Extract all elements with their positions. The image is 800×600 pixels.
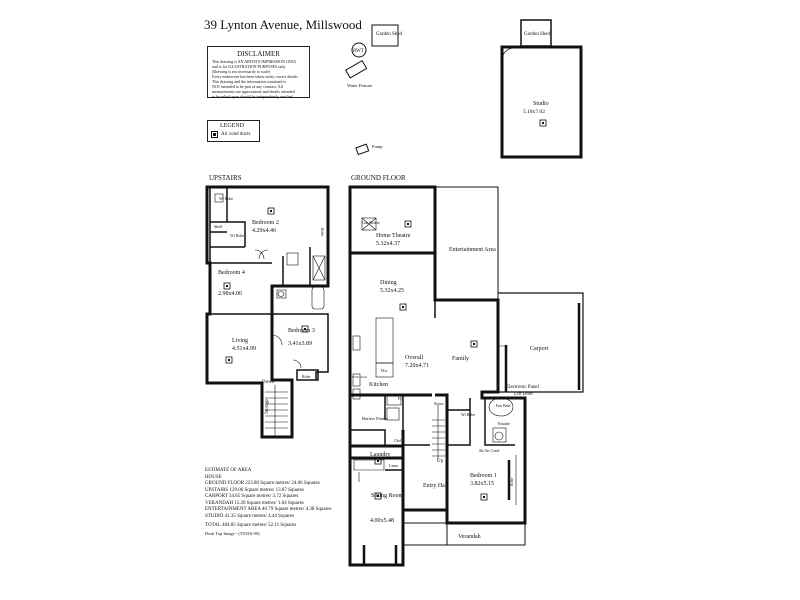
- bedroom1-dim: 3.82x5.15: [470, 481, 494, 487]
- water-feature-label: Water Feature: [347, 83, 372, 88]
- family-label: Family: [452, 356, 469, 362]
- disclaimer-box: DISCLAIMER This drawing is AN ARTISTS IM…: [207, 46, 310, 99]
- page-title: 39 Lynton Avenue, Millswood: [204, 17, 362, 32]
- studio-label: Studio: [533, 101, 549, 107]
- robe-2-label: Robe: [302, 374, 311, 379]
- kitchen-label: Kitchen: [369, 382, 388, 388]
- legend-box: LEGEND Air cond ducts: [207, 120, 260, 142]
- area-estimate: ESTIMATE OF AREA HOUSE GROUND FLOOR 223.…: [205, 468, 345, 530]
- garden-shed-1: [371, 24, 399, 47]
- down-label: Down: [262, 380, 275, 385]
- verandah-label: Verandah: [458, 534, 481, 540]
- pump-label: Pump: [372, 144, 383, 149]
- rwt-label: RWT: [353, 49, 364, 54]
- home-theatre-label: Home Theatre: [376, 233, 411, 239]
- overall-label: Overall: [405, 355, 423, 361]
- studio-door-swing: [501, 47, 515, 61]
- sitting-room-label: Sitting Room: [371, 493, 404, 499]
- sh-air-cond-label: Sh/Air Cond: [479, 448, 499, 453]
- air-cond-duct-icon: [211, 131, 218, 138]
- storage-label: Storage: [265, 398, 270, 414]
- overall-dim: 7.20x4.71: [405, 363, 429, 369]
- fr-label: Fr: [398, 396, 402, 401]
- entry-hall-label: Entry Hall: [423, 483, 448, 489]
- bedroom4-dim: 2.98x4.06: [218, 291, 242, 297]
- electronic-panel-label: Electronic Panel: [506, 385, 540, 390]
- bedroom3-label: Bedroom 3: [288, 328, 315, 334]
- area-total: TOTAL 484.85 Square metres/ 52.11 Square…: [205, 523, 297, 528]
- entertainment-label: Entertainment Area: [449, 247, 496, 253]
- robe-label: Robe: [509, 477, 514, 486]
- legend-heading: LEGEND: [220, 123, 244, 129]
- disclaimer-text: This drawing is AN ARTISTS IMPRESSION ON…: [212, 59, 298, 99]
- wi-robe-2-label: Wi Robe: [230, 233, 244, 238]
- garden-shed-1-label: Garden Shed: [376, 32, 402, 37]
- ensuite-label: Ensuite: [498, 421, 510, 426]
- bedroom1-label: Bedroom 1: [470, 473, 497, 479]
- rwt-tank: [351, 42, 367, 58]
- air-cond-duct-markers: [223, 119, 547, 501]
- garden-shed-2-label: Garden Shed: [524, 32, 550, 37]
- footer-note: Desk Top Image - (Y0316-90): [205, 531, 260, 536]
- studio-outline: [500, 45, 583, 159]
- wi-robe-label: Wi Robe: [461, 412, 475, 417]
- bedroom4-label: Bedroom 4: [218, 270, 245, 276]
- pump-box: [355, 143, 370, 156]
- lift-door-label: Lift Door: [514, 392, 533, 397]
- shelf-label: Shelf: [214, 224, 223, 229]
- store-label: Store: [434, 401, 444, 406]
- living-dim: 4.51x4.99: [232, 346, 256, 352]
- cbd-label: Cbd: [394, 438, 401, 443]
- upstairs-heading: UPSTAIRS: [209, 174, 242, 182]
- butlers-pantry-label: Butlers Pantry: [362, 416, 389, 421]
- dining-label: Dining: [380, 280, 397, 286]
- ground-floor-heading: GROUND FLOOR: [351, 174, 406, 182]
- living-label: Living: [232, 338, 248, 344]
- dw-label: Dw: [381, 368, 388, 373]
- up-label: Up: [437, 459, 444, 464]
- studio-dim: 5.18x7.02: [523, 109, 545, 115]
- bedroom3-dim: 3.41x3.89: [288, 341, 312, 347]
- carport-label: Carport: [530, 346, 549, 352]
- sitting-room-dim: 4.00x5.48: [370, 518, 394, 524]
- wall-oven-label: Wall Oven: [352, 375, 367, 379]
- legend-item-label: Air cond ducts: [221, 132, 251, 137]
- bedroom2-dim: 4.29x4.46: [252, 228, 276, 234]
- water-feature: [345, 59, 368, 79]
- disclaimer-heading: DISCLAIMER: [237, 50, 280, 58]
- robe-1-label: Robe: [320, 228, 325, 237]
- linen-label: Linen: [389, 463, 398, 468]
- bedroom2-label: Bedroom 2: [252, 220, 279, 226]
- wi-robe-1-label: Wi Robe: [219, 196, 233, 201]
- ens-bath-label: Ens Bath: [496, 403, 511, 408]
- home-theatre-dim: 5.32x4.37: [376, 241, 400, 247]
- dining-dim: 5.32x4.25: [380, 288, 404, 294]
- gas-heater-label: Gas Heater: [362, 220, 381, 225]
- laundry-label: Laundry: [370, 452, 390, 458]
